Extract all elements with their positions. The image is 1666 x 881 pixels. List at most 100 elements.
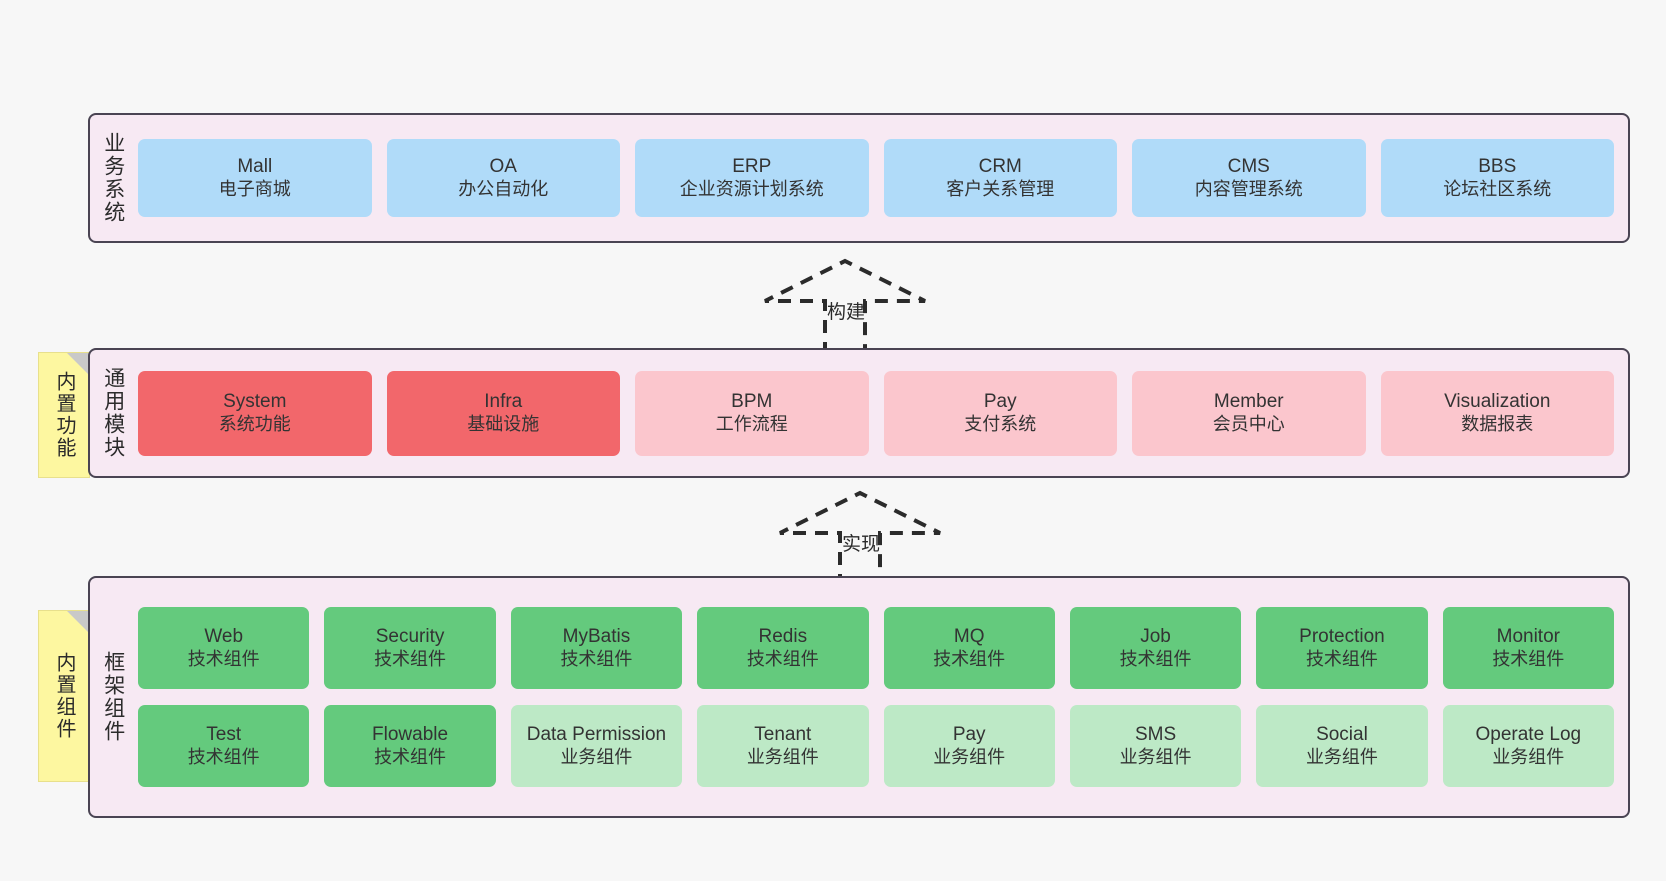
card-subtitle: 业务组件 [1492,746,1565,767]
card-title: MyBatis [562,626,631,648]
card-subtitle: 技术组件 [1492,648,1565,669]
card-flowable[interactable]: Flowable 技术组件 [324,705,496,787]
card-system[interactable]: System 系统功能 [138,370,372,456]
card-mall[interactable]: Mall 电子商城 [138,139,372,217]
card-subtitle: 技术组件 [187,648,260,669]
card-member[interactable]: Member 会员中心 [1132,370,1366,456]
card-subtitle: 技术组件 [933,648,1006,669]
card-title: Pay [983,391,1017,413]
card-subtitle: 技术组件 [374,648,447,669]
card-visualization[interactable]: Visualization 数据报表 [1380,370,1614,456]
card-title: SMS [1134,724,1177,746]
note-builtin-functions: 内置功能 [38,352,90,478]
card-subtitle: 电子商城 [218,178,291,199]
note-label: 内置组件 [53,652,75,740]
card-subtitle: 技术组件 [560,648,633,669]
card-web[interactable]: Web 技术组件 [138,607,310,689]
card-title: Tenant [754,724,812,746]
card-mq[interactable]: MQ 技术组件 [883,607,1055,689]
layer-body-framework-components: Web 技术组件 Security 技术组件 MyBatis 技术组件 Redi… [136,578,1628,816]
card-bpm[interactable]: BPM 工作流程 [635,370,869,456]
card-title: Security [375,626,445,648]
card-protection[interactable]: Protection 技术组件 [1256,607,1428,689]
card-subtitle: 技术组件 [1119,648,1192,669]
card-title: Operate Log [1475,724,1582,746]
card-subtitle: 内容管理系统 [1194,178,1303,199]
card-title: Data Permission [526,724,667,746]
card-subtitle: 业务组件 [933,746,1006,767]
note-label: 内置功能 [53,371,75,459]
note-builtin-components: 内置组件 [38,610,90,782]
card-crm[interactable]: CRM 客户关系管理 [883,139,1117,217]
arrow-up-dashed-icon [764,258,926,355]
card-bbs[interactable]: BBS 论坛社区系统 [1380,139,1614,217]
card-title: Social [1316,724,1368,746]
card-title: BBS [1478,156,1517,178]
card-data-permission[interactable]: Data Permission 业务组件 [510,705,683,787]
card-title: ERP [732,156,772,178]
card-row: System 系统功能 Infra 基础设施 BPM 工作流程 Pay 支付系统… [138,370,1614,456]
card-subtitle: 技术组件 [1305,648,1378,669]
card-subtitle: 基础设施 [467,413,540,434]
card-title: CMS [1227,156,1270,178]
card-row: Web 技术组件 Security 技术组件 MyBatis 技术组件 Redi… [138,607,1614,689]
card-title: Web [204,626,244,648]
card-subtitle: 技术组件 [746,648,819,669]
card-sms[interactable]: SMS 业务组件 [1069,705,1242,787]
card-security[interactable]: Security 技术组件 [324,607,496,689]
card-job[interactable]: Job 技术组件 [1069,607,1242,689]
card-title: Flowable [372,724,449,746]
card-title: Visualization [1444,391,1551,413]
card-subtitle: 论坛社区系统 [1443,178,1552,199]
relation-arrow-implement: 实现 [760,487,960,587]
card-subtitle: 业务组件 [560,746,633,767]
layer-framework-components: 框架组件 Web 技术组件 Security 技术组件 MyBatis 技术组件… [88,576,1630,818]
card-monitor[interactable]: Monitor 技术组件 [1442,607,1614,689]
card-oa[interactable]: OA 办公自动化 [386,139,620,217]
card-mybatis[interactable]: MyBatis 技术组件 [510,607,683,689]
card-pay-component[interactable]: Pay 业务组件 [883,705,1055,787]
card-subtitle: 企业资源计划系统 [679,178,824,199]
card-subtitle: 业务组件 [1119,746,1192,767]
card-operate-log[interactable]: Operate Log 业务组件 [1442,705,1614,787]
card-subtitle: 支付系统 [964,413,1037,434]
card-title: System [223,391,287,413]
card-erp[interactable]: ERP 企业资源计划系统 [635,139,869,217]
relation-arrow-build: 构建 [745,255,945,355]
layer-title-framework-components: 框架组件 [101,651,125,743]
card-title: MQ [953,626,985,648]
layer-business-system: 业务系统 Mall 电子商城 OA 办公自动化 ERP 企业资源计划系统 CRM… [88,113,1630,243]
card-subtitle: 系统功能 [218,413,291,434]
card-title: Mall [237,156,273,178]
card-title: Monitor [1496,626,1560,648]
layer-body-common-modules: System 系统功能 Infra 基础设施 BPM 工作流程 Pay 支付系统… [136,350,1628,476]
card-subtitle: 办公自动化 [458,178,549,199]
card-subtitle: 业务组件 [1305,746,1378,767]
card-subtitle: 会员中心 [1212,413,1285,434]
card-redis[interactable]: Redis 技术组件 [697,607,869,689]
card-title: Test [206,724,242,746]
card-subtitle: 技术组件 [374,746,447,767]
card-test[interactable]: Test 技术组件 [138,705,310,787]
card-infra[interactable]: Infra 基础设施 [386,370,620,456]
card-subtitle: 数据报表 [1461,413,1534,434]
card-title: Infra [484,391,523,413]
card-title: Protection [1299,626,1385,648]
card-title: Redis [758,626,808,648]
card-row: Test 技术组件 Flowable 技术组件 Data Permission … [138,705,1614,787]
card-title: CRM [978,156,1022,178]
card-title: Job [1140,626,1171,648]
card-subtitle: 工作流程 [715,413,788,434]
card-pay-module[interactable]: Pay 支付系统 [883,370,1117,456]
layer-body-business-system: Mall 电子商城 OA 办公自动化 ERP 企业资源计划系统 CRM 客户关系… [136,115,1628,241]
card-cms[interactable]: CMS 内容管理系统 [1132,139,1366,217]
card-tenant[interactable]: Tenant 业务组件 [697,705,869,787]
layer-common-modules: 通用模块 System 系统功能 Infra 基础设施 BPM 工作流程 Pay… [88,348,1630,478]
relation-label-implement: 实现 [842,534,881,555]
layer-title-business-system: 业务系统 [101,132,125,224]
layer-title-common-modules: 通用模块 [101,367,125,459]
card-social[interactable]: Social 业务组件 [1256,705,1428,787]
card-title: OA [489,156,517,178]
card-title: Member [1213,391,1284,413]
card-title: Pay [952,724,986,746]
